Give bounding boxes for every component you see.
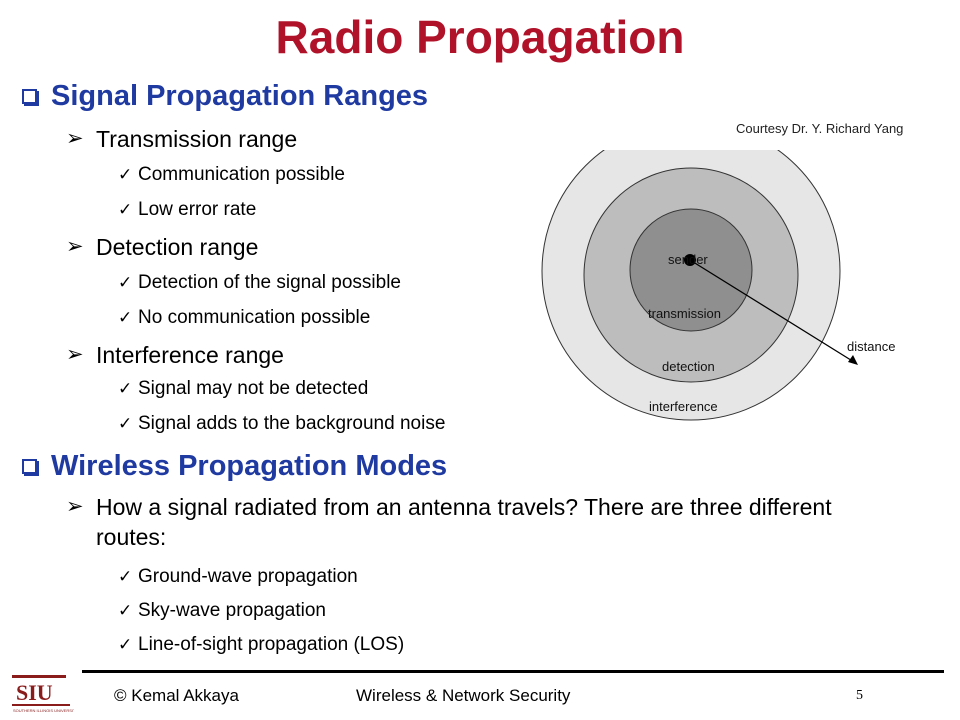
sub-bullet: ✓ Signal may not be detected	[118, 378, 368, 400]
sub-bullet-text: Low error rate	[138, 199, 257, 220]
sub-bullet-text: Communication possible	[138, 164, 345, 185]
sender-label: sender	[668, 252, 708, 267]
siu-logo: SIU SOUTHERN ILLINOIS UNIVERSITY Carbond…	[8, 670, 74, 716]
arrow-bullet-icon: ➢	[66, 343, 84, 366]
distance-arrowhead-icon	[848, 355, 858, 365]
page-number: 5	[856, 688, 863, 703]
bullet-detection-range: ➢ Detection range	[66, 234, 258, 261]
bullet-text: How a signal radiated from an antenna tr…	[96, 494, 832, 550]
square-bullet-icon	[22, 89, 37, 104]
svg-text:SOUTHERN ILLINOIS UNIVERSITY C: SOUTHERN ILLINOIS UNIVERSITY Carbondale	[13, 708, 74, 713]
bullet-text: Interference range	[96, 342, 284, 368]
sub-bullet-text: Ground-wave propagation	[138, 566, 358, 587]
check-icon: ✓	[118, 635, 133, 654]
sub-bullet-text: Signal may not be detected	[138, 378, 369, 399]
check-icon: ✓	[118, 165, 133, 184]
check-icon: ✓	[118, 200, 133, 219]
check-icon: ✓	[118, 308, 133, 327]
interference-label: interference	[649, 399, 718, 414]
sub-bullet: ✓ Detection of the signal possible	[118, 272, 401, 294]
footer-course: Wireless & Network Security	[356, 686, 571, 705]
bullet-text: Detection range	[96, 234, 259, 260]
distance-label: distance	[847, 339, 895, 354]
distance-line	[689, 259, 855, 363]
section-heading-ranges: Signal Propagation Ranges	[22, 80, 428, 113]
transmission-label: transmission	[648, 306, 721, 321]
bullet-interference-range: ➢ Interference range	[66, 342, 284, 369]
sub-bullet: ✓ Sky-wave propagation	[118, 600, 326, 622]
sub-bullet: ✓ Communication possible	[118, 164, 345, 186]
square-bullet-icon	[22, 459, 37, 474]
sub-bullet: ✓ Ground-wave propagation	[118, 566, 358, 588]
check-icon: ✓	[118, 567, 133, 586]
section-heading-modes: Wireless Propagation Modes	[22, 450, 447, 483]
courtesy-note: Courtesy Dr. Y. Richard Yang	[736, 121, 904, 136]
sub-bullet: ✓ Line-of-sight propagation (LOS)	[118, 634, 404, 656]
bullet-transmission-range: ➢ Transmission range	[66, 126, 297, 153]
check-icon: ✓	[118, 414, 133, 433]
transmission-circle	[629, 208, 753, 332]
sub-bullet-text: No communication possible	[138, 307, 371, 328]
section-heading-text: Wireless Propagation Modes	[51, 450, 448, 482]
svg-text:SIU: SIU	[16, 680, 53, 705]
section-heading-text: Signal Propagation Ranges	[51, 80, 429, 112]
sub-bullet-text: Signal adds to the background noise	[138, 413, 446, 434]
sub-bullet: ✓ Low error rate	[118, 199, 256, 221]
arrow-bullet-icon: ➢	[66, 495, 84, 518]
check-icon: ✓	[118, 379, 133, 398]
sub-bullet-text: Detection of the signal possible	[138, 272, 401, 293]
sub-bullet-text: Sky-wave propagation	[138, 600, 326, 621]
sub-bullet-text: Line-of-sight propagation (LOS)	[138, 634, 405, 655]
arrow-bullet-icon: ➢	[66, 127, 84, 150]
sub-bullet: ✓ No communication possible	[118, 307, 370, 329]
detection-label: detection	[662, 359, 715, 374]
check-icon: ✓	[118, 601, 133, 620]
slide-title: Radio Propagation	[275, 11, 685, 63]
footer-author: © Kemal Akkaya	[114, 686, 239, 705]
check-icon: ✓	[118, 273, 133, 292]
bullet-propagation-routes: ➢ How a signal radiated from an antenna …	[66, 492, 866, 552]
arrow-bullet-icon: ➢	[66, 235, 84, 258]
sub-bullet: ✓ Signal adds to the background noise	[118, 413, 445, 435]
propagation-range-diagram: sender transmission detection interferen…	[541, 150, 895, 421]
bullet-text: Transmission range	[96, 126, 298, 152]
footer-divider	[82, 670, 944, 673]
